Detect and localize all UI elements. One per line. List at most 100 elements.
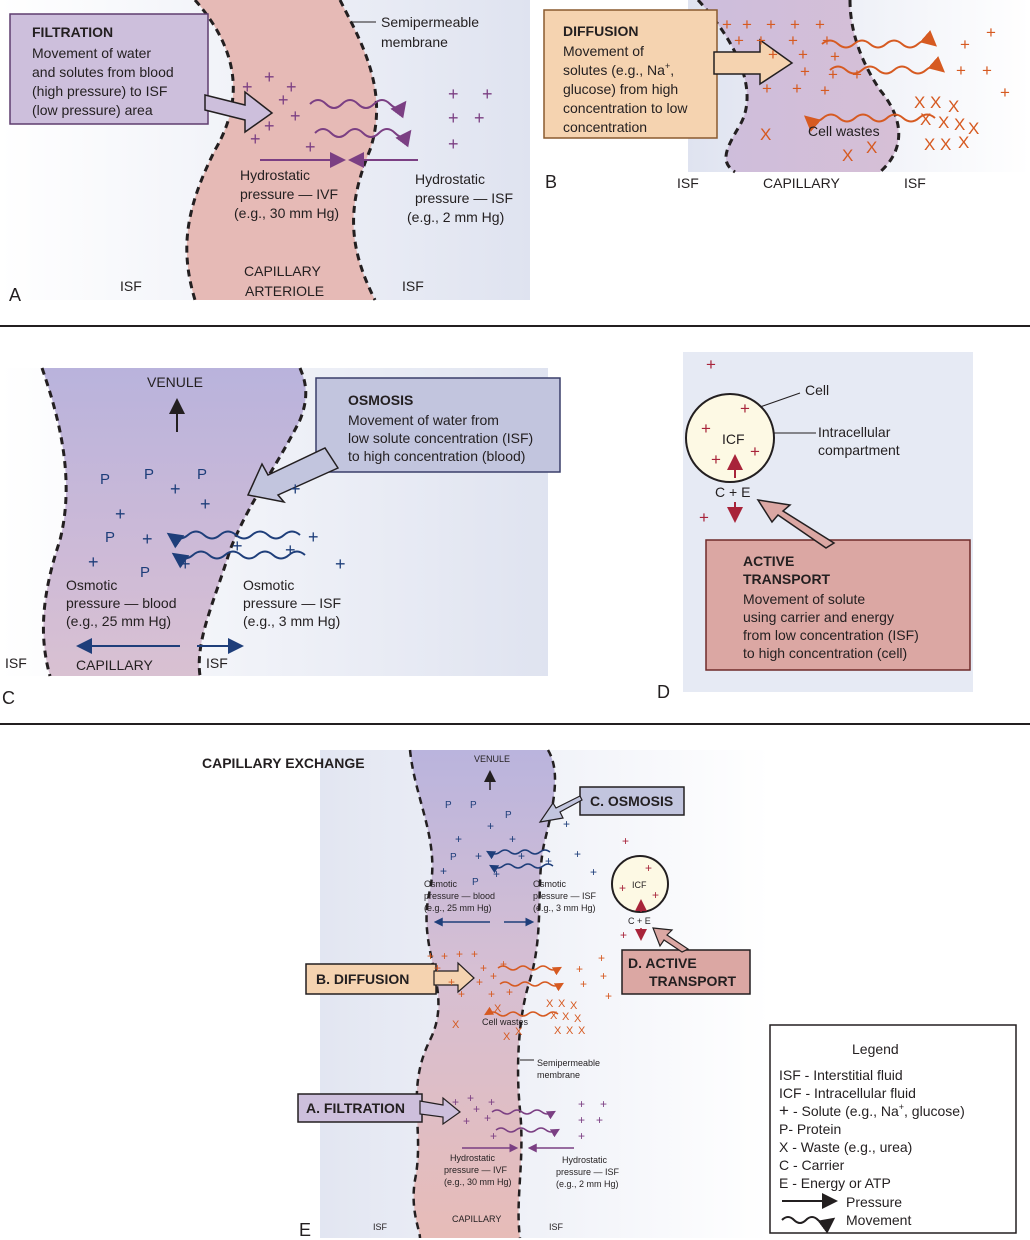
svg-text:+: + bbox=[701, 419, 711, 438]
e-osm-isf-1: Osmotic bbox=[533, 879, 567, 889]
svg-text:+: + bbox=[766, 15, 776, 34]
svg-text:+: + bbox=[473, 1102, 480, 1116]
svg-text:+: + bbox=[578, 1129, 585, 1143]
osmosis-box bbox=[315, 377, 561, 473]
panel-c-letter: C bbox=[2, 688, 15, 708]
svg-text:+: + bbox=[308, 527, 319, 547]
svg-text:P: P bbox=[140, 564, 150, 581]
e-osm-blood-3: (e.g., 25 mm Hg) bbox=[424, 903, 492, 913]
filtration-arrow bbox=[204, 90, 274, 134]
svg-text:+: + bbox=[545, 854, 552, 868]
svg-text:+: + bbox=[790, 15, 800, 34]
svg-text:+: + bbox=[619, 881, 626, 895]
svg-text:+: + bbox=[815, 15, 825, 34]
svg-text:P: P bbox=[197, 466, 207, 483]
svg-text:+: + bbox=[440, 864, 447, 878]
diffusion-title: DIFFUSION bbox=[563, 23, 638, 39]
svg-text:P: P bbox=[100, 471, 110, 488]
svg-text:+: + bbox=[487, 819, 494, 833]
svg-text:+: + bbox=[142, 529, 153, 549]
svg-text:X: X bbox=[914, 93, 925, 112]
svg-text:+: + bbox=[788, 31, 798, 50]
svg-text:+: + bbox=[488, 987, 495, 1001]
active-transport-label-box bbox=[621, 949, 751, 995]
svg-text:+: + bbox=[768, 45, 778, 64]
svg-text:P: P bbox=[505, 810, 512, 821]
e-red-solutes: ++ ++ + bbox=[619, 834, 659, 942]
capillary-vessel bbox=[698, 0, 899, 172]
svg-text:+: + bbox=[578, 1113, 585, 1127]
osm-blood-1: Osmotic bbox=[66, 577, 117, 593]
svg-text:+: + bbox=[956, 61, 966, 80]
isf-pressure-3: (e.g., 2 mm Hg) bbox=[407, 209, 504, 225]
cell-wastes-label: Cell wastes bbox=[808, 123, 880, 139]
active-line-1: Movement of solute bbox=[743, 591, 865, 607]
diffusion-line-1: Movement of bbox=[563, 43, 644, 59]
compartment-2: compartment bbox=[818, 442, 900, 458]
e-hyd-isf-1: Hydrostatic bbox=[562, 1155, 608, 1165]
svg-text:P: P bbox=[450, 852, 457, 863]
svg-text:+: + bbox=[471, 947, 478, 961]
svg-text:+: + bbox=[441, 949, 448, 963]
venule-label: VENULE bbox=[474, 754, 510, 764]
svg-text:+: + bbox=[484, 1111, 491, 1125]
isf-right-label: ISF bbox=[402, 278, 424, 294]
legend: Legend ISF - Interstitial fluid ICF - In… bbox=[769, 1024, 1017, 1234]
e-hyd-isf-2: pressure — ISF bbox=[556, 1167, 620, 1177]
e-osm-isf-3: (e.g., 3 mm Hg) bbox=[533, 903, 596, 913]
active-title-2: TRANSPORT bbox=[743, 571, 831, 587]
svg-text:+: + bbox=[448, 975, 455, 989]
svg-text:+: + bbox=[232, 536, 243, 556]
active-line-2: using carrier and energy bbox=[743, 609, 894, 625]
active-label-1: D. ACTIVE bbox=[628, 955, 697, 971]
red-solutes: ++ ++ ++ bbox=[699, 355, 760, 527]
svg-text:+: + bbox=[482, 84, 493, 104]
cell-circle bbox=[685, 393, 775, 483]
legend-item-solute: +- Solute (e.g., Na+, glucose) bbox=[779, 1101, 965, 1120]
carrier-label: C + E bbox=[715, 484, 750, 500]
svg-text:+: + bbox=[448, 84, 459, 104]
legend-item-icf: ICF - Intracellular fluid bbox=[779, 1085, 916, 1101]
e-osm-blood-2: pressure — blood bbox=[424, 891, 495, 901]
svg-text:X: X bbox=[920, 110, 931, 129]
svg-text:+: + bbox=[756, 31, 766, 50]
legend-box bbox=[769, 1024, 1017, 1234]
e-capillary-label: CAPILLARY bbox=[452, 1214, 501, 1224]
svg-text:X: X bbox=[940, 135, 951, 154]
svg-text:X: X bbox=[503, 1031, 511, 1043]
svg-text:+: + bbox=[762, 79, 772, 98]
e-membrane-1: Semipermeable bbox=[537, 1058, 600, 1068]
filtration-line-2: and solutes from blood bbox=[32, 64, 174, 80]
svg-text:+: + bbox=[456, 947, 463, 961]
svg-text:+: + bbox=[645, 861, 652, 875]
svg-text:+: + bbox=[488, 1095, 495, 1109]
e-osm-blood-1: Osmotic bbox=[424, 879, 458, 889]
panel-b: DIFFUSION Movement of solutes (e.g., Na+… bbox=[543, 0, 1030, 192]
svg-text:+: + bbox=[740, 399, 750, 418]
vessel-label-1: CAPILLARY bbox=[244, 263, 321, 279]
svg-text:+: + bbox=[960, 35, 970, 54]
filtration-line-4: (low pressure) area bbox=[32, 102, 153, 118]
e-isf-left: ISF bbox=[373, 1222, 388, 1232]
panel-a: FILTRATION Movement of water and solutes… bbox=[0, 0, 530, 305]
svg-text:X: X bbox=[578, 1025, 586, 1037]
isf-right-label: ISF bbox=[206, 655, 228, 671]
diffusion-line-2: solutes (e.g., Na+, bbox=[563, 61, 674, 78]
svg-text:+: + bbox=[455, 832, 462, 846]
svg-text:+: + bbox=[828, 65, 838, 84]
capillary-label: CAPILLARY bbox=[763, 175, 840, 191]
filtration-line-1: Movement of water bbox=[32, 45, 151, 61]
svg-text:+: + bbox=[596, 1113, 603, 1127]
osmosis-arrow bbox=[246, 447, 340, 504]
e-icf-label: ICF bbox=[632, 880, 647, 890]
diffusion-line-5: concentration bbox=[563, 119, 647, 135]
osmosis-line-1: Movement of water from bbox=[348, 412, 499, 428]
active-title-1: ACTIVE bbox=[743, 553, 794, 569]
svg-text:P: P bbox=[105, 529, 115, 546]
svg-text:+: + bbox=[290, 106, 301, 126]
svg-text:+: + bbox=[622, 834, 629, 848]
svg-text:+: + bbox=[476, 975, 483, 989]
membrane-label-2: membrane bbox=[381, 34, 448, 50]
svg-text:+: + bbox=[711, 450, 721, 469]
